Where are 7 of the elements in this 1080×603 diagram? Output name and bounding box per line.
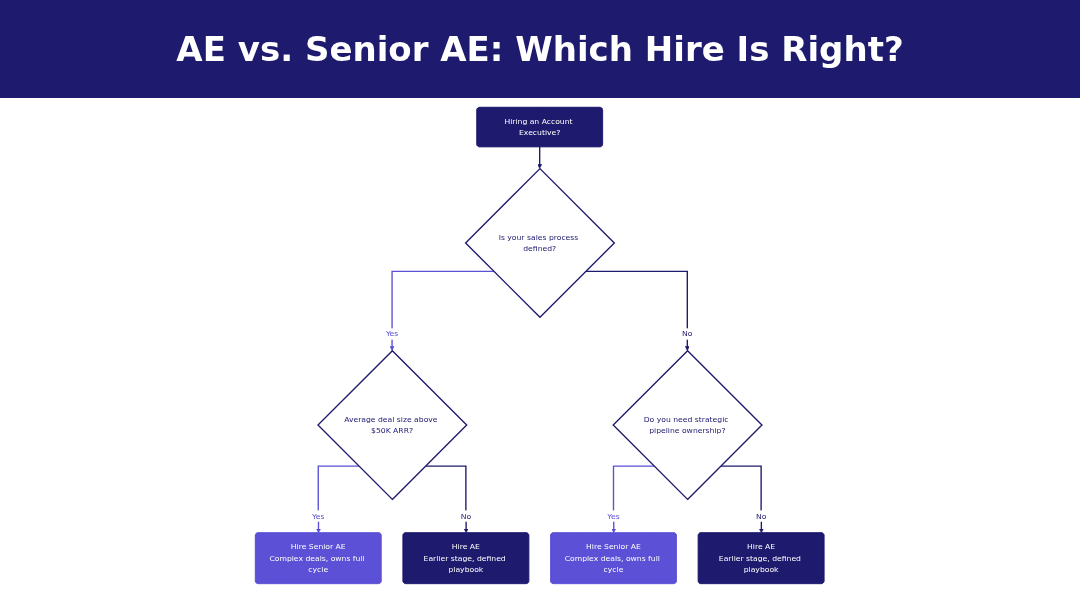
title: AE vs. Senior AE: Which Hire Is Right? [176, 29, 904, 69]
arrow [425, 465, 469, 534]
arrow [389, 270, 495, 351]
arrow [537, 146, 543, 169]
arrow [611, 465, 655, 534]
arrow [316, 465, 360, 534]
arrow [720, 465, 765, 534]
